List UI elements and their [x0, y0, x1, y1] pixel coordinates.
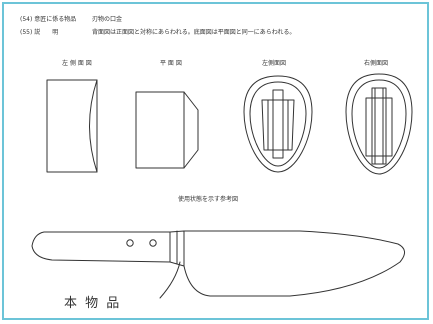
- header-row1-label: (54) 意匠に係る物品: [20, 16, 77, 23]
- document-frame: [2, 2, 429, 320]
- header-row1-value: 刃物の口金: [92, 16, 123, 23]
- left-section-view-drawing: [243, 75, 313, 173]
- part-label: 本 物 品: [64, 296, 122, 311]
- reference-caption: 使用状態を示す参考図: [178, 196, 239, 203]
- right-section-view-label: 右側面図: [364, 60, 389, 67]
- right-section-view-drawing: [345, 73, 413, 175]
- plan-view-label: 平 面 図: [160, 60, 182, 67]
- left-side-view-label: 左 側 面 図: [62, 60, 92, 67]
- plan-view-drawing: [135, 91, 199, 169]
- header-row2-value: 背面図は正面図と対称にあらわれる。底面図は平面図と同一にあらわれる。: [92, 29, 296, 36]
- header-row2-label: (55) 説 明: [20, 29, 59, 36]
- left-section-view-label: 左側面図: [262, 60, 287, 67]
- knife-drawing: [31, 230, 405, 299]
- left-side-view-drawing: [46, 79, 98, 173]
